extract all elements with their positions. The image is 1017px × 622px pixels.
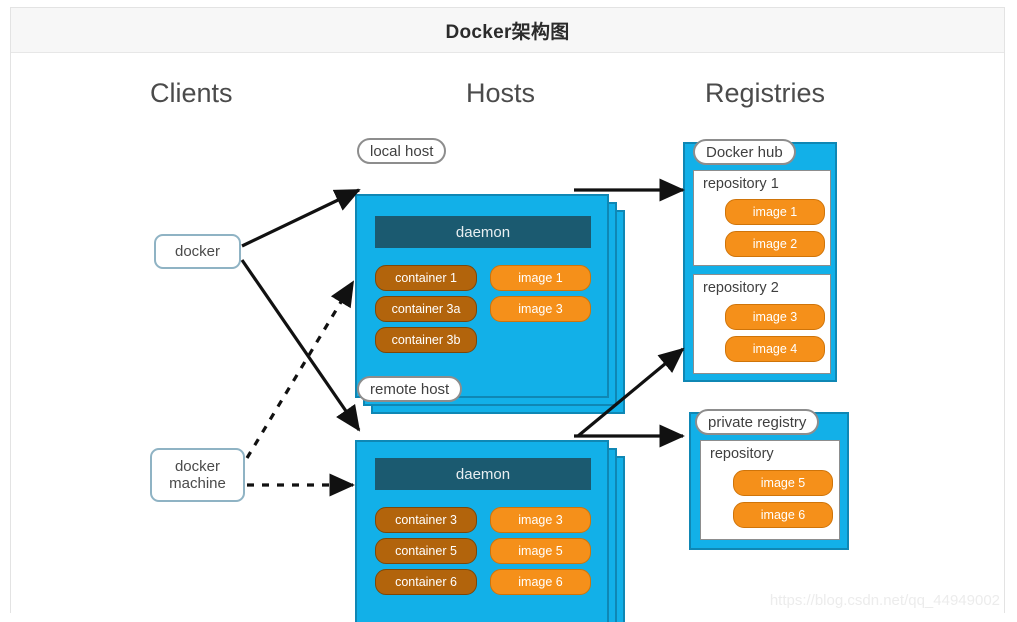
local-host-container-2[interactable]: container 3a bbox=[375, 296, 477, 322]
private-registry-box[interactable]: repository image 5 image 6 bbox=[689, 412, 849, 550]
local-host-label: local host bbox=[357, 138, 447, 164]
title-bar: Docker架构图 bbox=[11, 8, 1004, 53]
diagram-canvas: Clients Hosts Registries bbox=[11, 54, 1004, 622]
docker-hub-repo1-image-1[interactable]: image 1 bbox=[725, 199, 825, 225]
content-panel: Docker架构图 Clients Hosts Registries bbox=[10, 7, 1005, 622]
local-host-image-2[interactable]: image 3 bbox=[490, 296, 591, 322]
column-heading-hosts: Hosts bbox=[466, 78, 536, 108]
client-docker-label: docker bbox=[174, 242, 221, 260]
client-docker-machine-label-line2: machine bbox=[169, 475, 226, 492]
column-heading-registries: Registries bbox=[705, 78, 826, 108]
docker-hub-box[interactable]: repository 1 image 1 image 2 repository … bbox=[683, 142, 837, 382]
private-registry-image-1[interactable]: image 5 bbox=[733, 470, 833, 496]
remote-host-label: remote host bbox=[357, 376, 463, 402]
docker-hub-label: Docker hub bbox=[693, 139, 796, 165]
private-registry-label: private registry bbox=[695, 409, 820, 435]
docker-hub-repository-2[interactable]: repository 2 image 3 image 4 bbox=[693, 274, 831, 374]
private-registry-repository[interactable]: repository image 5 image 6 bbox=[700, 440, 840, 540]
remote-host-image-1[interactable]: image 3 bbox=[490, 507, 591, 533]
arrow-machine-to-local-host bbox=[245, 280, 355, 459]
remote-host-stack: daemon container 3 container 5 container… bbox=[355, 440, 635, 622]
docker-hub-repo1-image-2[interactable]: image 2 bbox=[725, 231, 825, 257]
remote-host-image-3[interactable]: image 6 bbox=[490, 569, 591, 595]
local-host-container-3[interactable]: container 3b bbox=[375, 327, 477, 353]
docker-hub-repo2-image-1[interactable]: image 3 bbox=[725, 304, 825, 330]
column-heading-clients: Clients bbox=[150, 78, 233, 108]
private-registry-image-2[interactable]: image 6 bbox=[733, 502, 833, 528]
local-host-stack: daemon container 1 container 3a containe… bbox=[355, 194, 625, 414]
remote-host-container-1[interactable]: container 3 bbox=[375, 507, 477, 533]
arrow-docker-to-remote-daemon bbox=[240, 259, 361, 432]
remote-host-image-2[interactable]: image 5 bbox=[490, 538, 591, 564]
page-title: Docker架构图 bbox=[445, 21, 570, 43]
local-host-image-1[interactable]: image 1 bbox=[490, 265, 591, 291]
docker-hub-repo2-image-2[interactable]: image 4 bbox=[725, 336, 825, 362]
remote-host-daemon[interactable]: daemon bbox=[375, 458, 591, 490]
client-docker-machine-label-line1: docker bbox=[174, 457, 220, 475]
client-docker-machine-box[interactable]: docker machine bbox=[150, 448, 245, 502]
remote-host-container-3[interactable]: container 6 bbox=[375, 569, 477, 595]
client-docker-box[interactable]: docker bbox=[154, 234, 241, 269]
docker-hub-repository-1[interactable]: repository 1 image 1 image 2 bbox=[693, 170, 831, 266]
remote-host-container-2[interactable]: container 5 bbox=[375, 538, 477, 564]
local-host-daemon[interactable]: daemon bbox=[375, 216, 591, 248]
arrow-docker-to-local-daemon bbox=[241, 188, 361, 248]
local-host-container-1[interactable]: container 1 bbox=[375, 265, 477, 291]
private-registry-repository-title: repository bbox=[710, 446, 774, 462]
docker-hub-repository-2-title: repository 2 bbox=[703, 280, 779, 296]
docker-hub-repository-1-title: repository 1 bbox=[703, 176, 779, 192]
watermark-text: https://blog.csdn.net/qq_44949002 bbox=[769, 592, 1000, 609]
